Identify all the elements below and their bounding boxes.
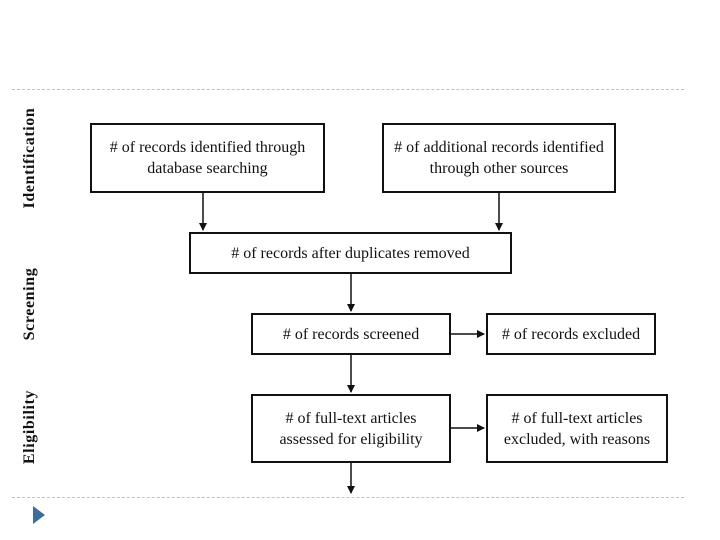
slide-bullet-icon xyxy=(33,506,45,524)
box-records-excluded: # of records excluded xyxy=(486,313,656,355)
box-additional-records: # of additional records identified throu… xyxy=(382,123,616,193)
box-fulltext-assessed-text: # of full-text articles assessed for eli… xyxy=(279,409,423,448)
phase-separator-top xyxy=(12,89,684,90)
box-records-identified-database-text: # of records identified through database… xyxy=(109,139,306,177)
box-records-after-duplicates-text: # of records after duplicates removed xyxy=(231,244,470,262)
box-records-excluded-text: # of records excluded xyxy=(501,325,641,343)
box-fulltext-excluded-text: # of full-text articles excluded, with r… xyxy=(503,409,651,448)
box-records-screened: # of records screened xyxy=(251,313,451,355)
box-records-identified-database: # of records identified through database… xyxy=(90,123,325,193)
box-records-screened-text: # of records screened xyxy=(282,325,420,343)
phase-separator-bottom xyxy=(12,497,684,498)
box-fulltext-excluded: # of full-text articles excluded, with r… xyxy=(486,394,668,463)
box-fulltext-assessed: # of full-text articles assessed for eli… xyxy=(251,394,451,463)
box-records-after-duplicates: # of records after duplicates removed xyxy=(189,232,512,274)
box-additional-records-text: # of additional records identified throu… xyxy=(394,139,604,177)
